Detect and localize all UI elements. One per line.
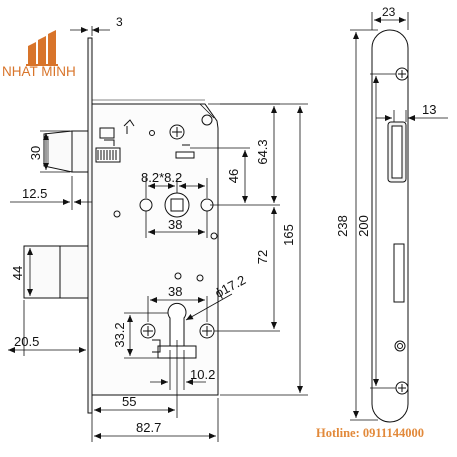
dim-handle-to-cylinder: 72 <box>255 250 270 264</box>
dim-handle-horizontal: 38 <box>168 217 182 232</box>
faceplate-side <box>87 37 93 414</box>
dim-cylinder-screw-spacing: 38 <box>168 284 182 299</box>
latch-bolt <box>43 130 89 173</box>
dim-backset: 55 <box>122 394 136 409</box>
dim-latch-projection: 12.5 <box>22 186 47 201</box>
dim-faceplate-edge: 13 <box>422 102 436 117</box>
dim-deadbolt-height: 44 <box>10 266 25 280</box>
dim-deadbolt-projection: 20.5 <box>14 334 39 349</box>
dim-faceplate-thickness: 3 <box>116 15 123 29</box>
handle-spindle <box>113 192 218 240</box>
dim-cylinder-height: 33.2 <box>112 322 127 347</box>
dim-faceplate-length: 238 <box>335 215 350 237</box>
dim-cylinder-offset: 10.2 <box>190 367 215 382</box>
faceplate-dimensions <box>350 12 448 421</box>
lock-body <box>91 99 219 396</box>
nhat-minh-logo-icon <box>26 30 58 66</box>
dim-body-depth: 82.7 <box>136 420 161 435</box>
dim-latch-height: 30 <box>28 146 43 160</box>
hotline-text: Hotline: 0911144000 <box>316 426 424 440</box>
faceplate-front <box>371 29 409 423</box>
body-screw-holes <box>140 114 215 339</box>
dim-top-to-handle: 64.3 <box>255 139 270 164</box>
dimension-lines <box>7 26 308 442</box>
dim-handle-spacing: 8.2*8.2 <box>141 170 182 185</box>
dim-latch-to-handle: 46 <box>226 169 241 183</box>
deadbolt <box>23 245 89 299</box>
dim-faceplate-width: 23 <box>382 5 396 19</box>
dim-faceplate-screw-spacing: 200 <box>356 215 371 237</box>
brand-name: NHAT MINH <box>2 64 76 79</box>
latch-mechanism <box>95 119 195 163</box>
dim-body-height: 165 <box>281 224 296 246</box>
